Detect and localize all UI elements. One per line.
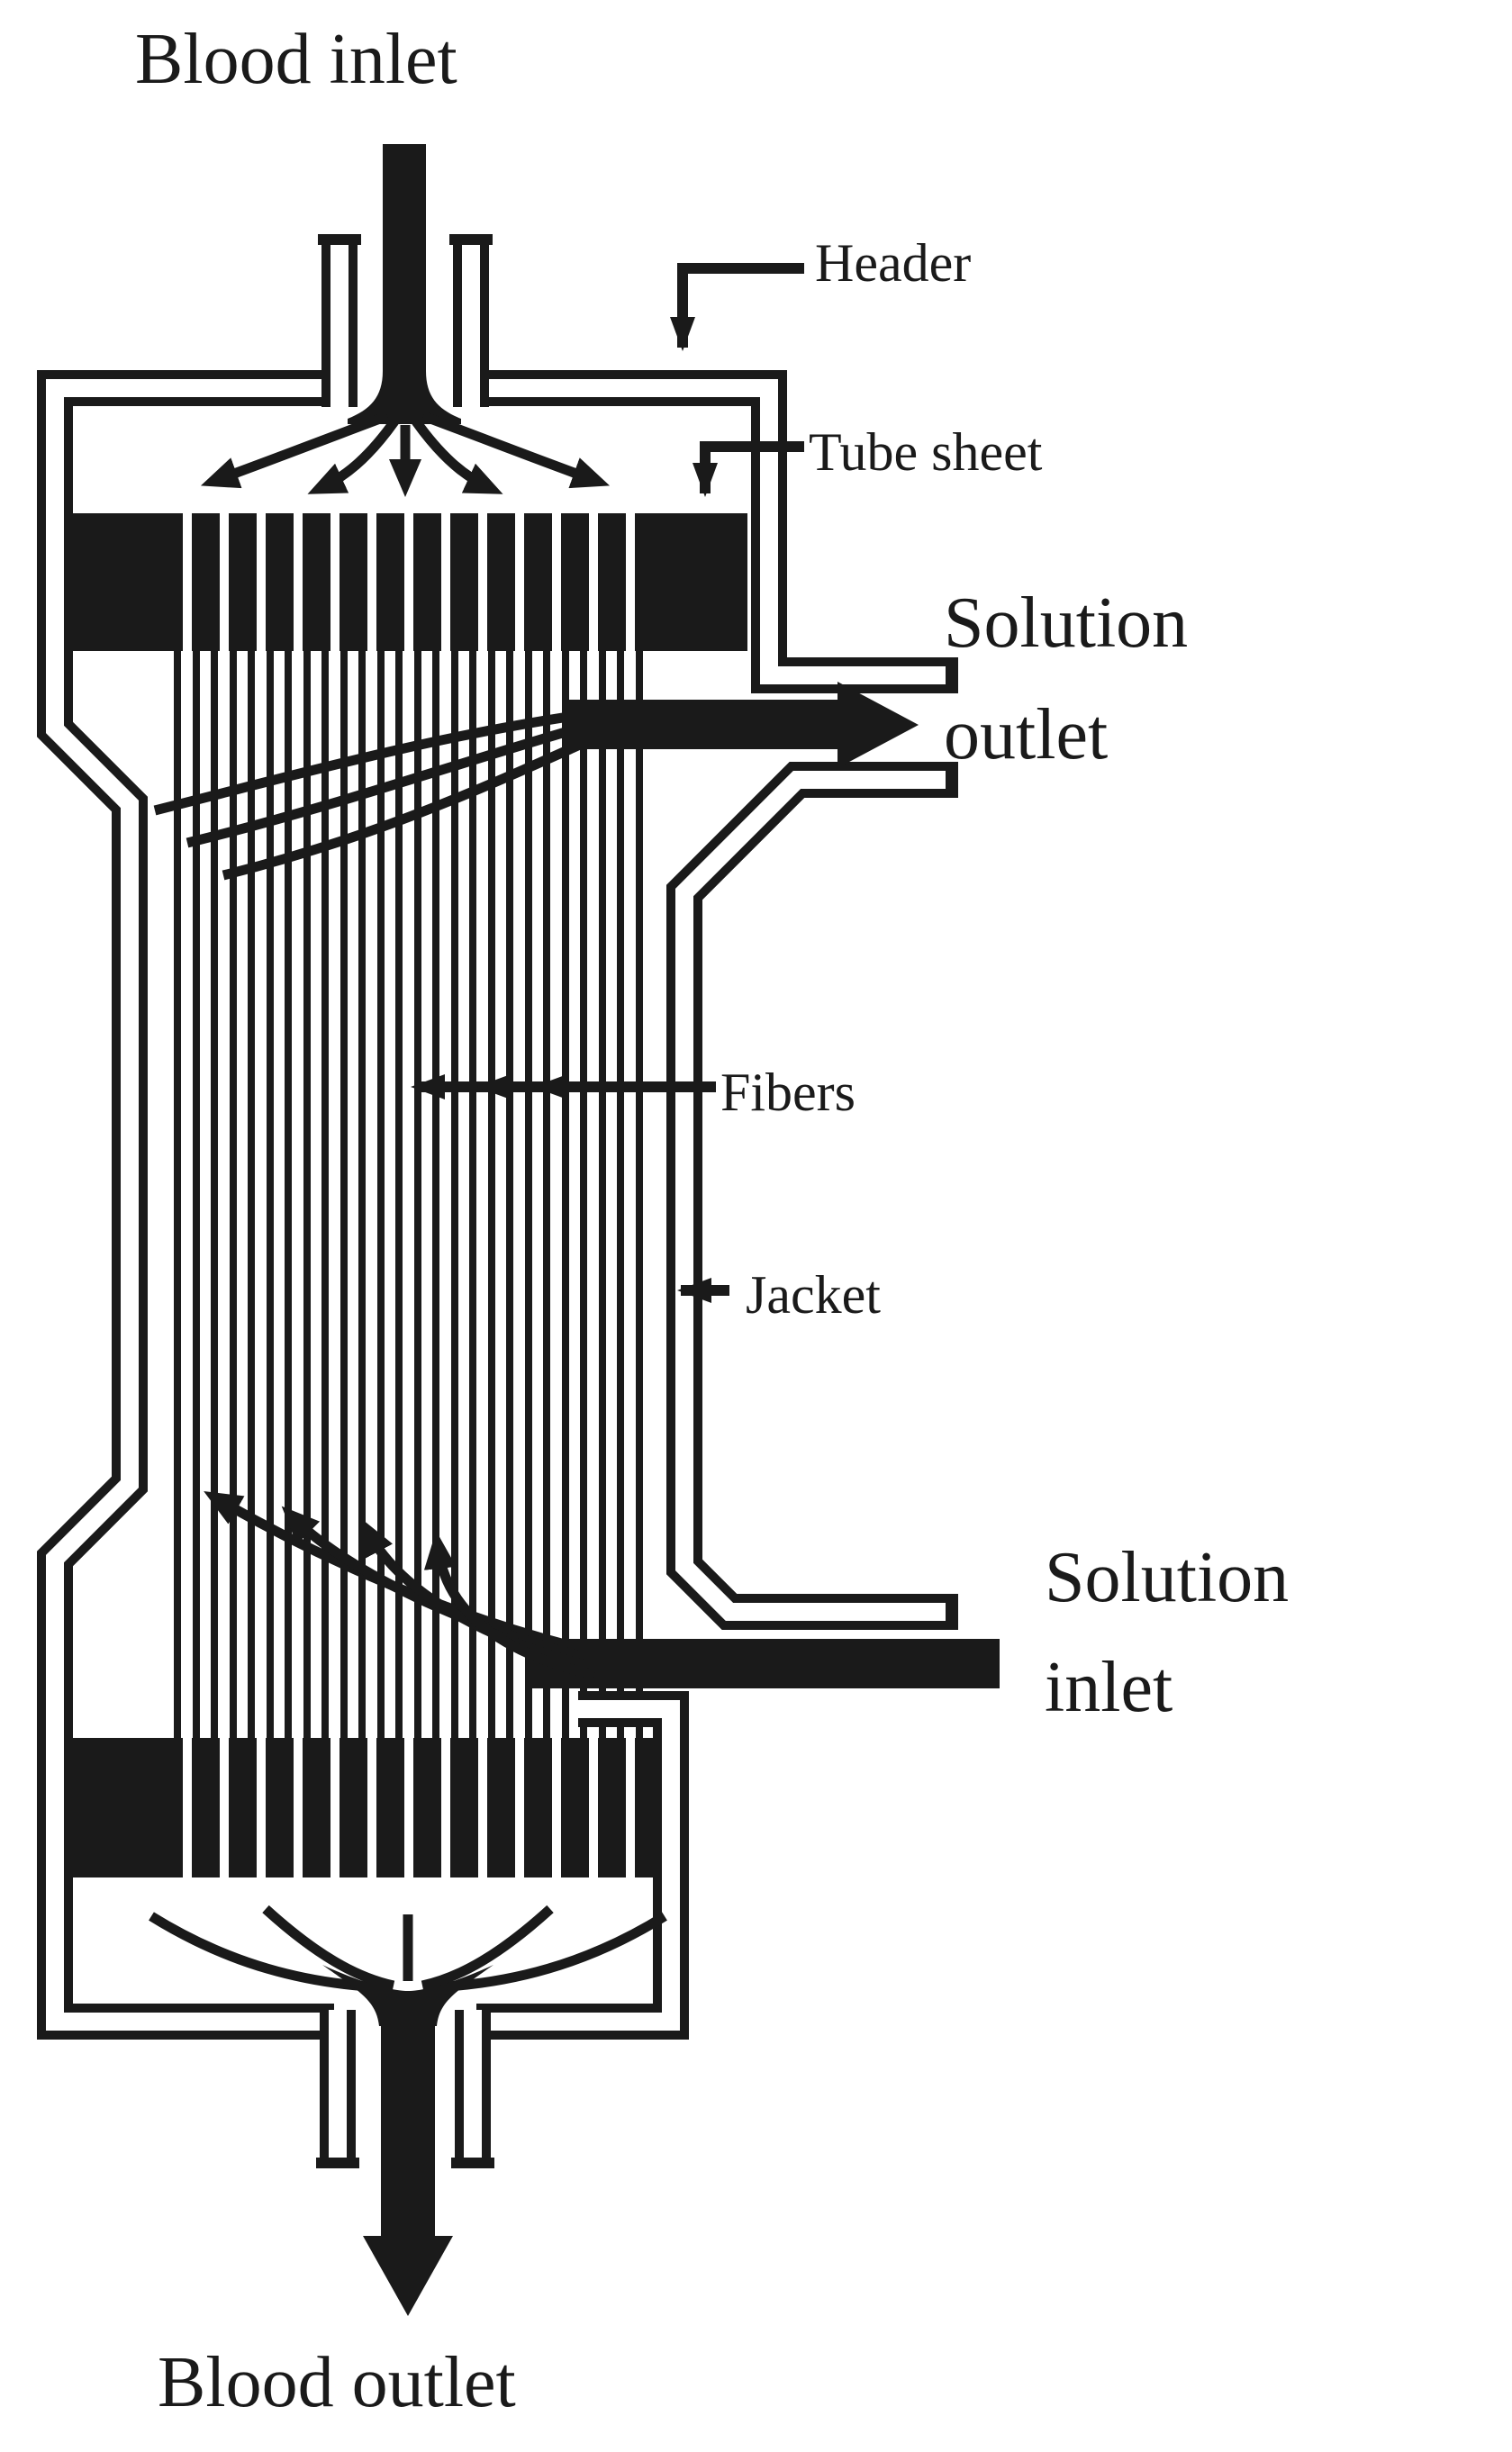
solution-outlet-assembly xyxy=(153,682,919,881)
solution-outlet-arrow-shaft xyxy=(567,700,837,749)
solution-inlet-bar xyxy=(531,1639,1000,1688)
casing-walls xyxy=(37,370,958,2040)
solution-outlet-arrow-head xyxy=(837,682,919,768)
solution-inlet-label-line1: Solution xyxy=(1045,1538,1289,1617)
solution-inlet-assembly xyxy=(204,1490,1000,1688)
label-pointers xyxy=(411,263,804,1303)
footer-flow-curves xyxy=(149,1905,667,1993)
tube-sheet-top xyxy=(73,513,747,651)
inlet-flange-cap xyxy=(946,1594,958,1630)
port-collars xyxy=(316,234,494,2168)
tube-sheet-label: Tube sheet xyxy=(809,422,1043,482)
outlet-collection-curves xyxy=(153,710,601,881)
blood-outlet-arrow-head xyxy=(363,2236,453,2316)
solution-outlet-label-line1: Solution xyxy=(944,584,1188,663)
blood-outlet-assembly xyxy=(149,1905,667,2316)
blood-inlet-label: Blood inlet xyxy=(135,20,457,99)
outlet-flange-cap-lower xyxy=(946,762,958,798)
header-flow-arrows xyxy=(200,411,611,497)
inlet-distribution-curves xyxy=(204,1490,596,1680)
blood-outlet-funnel xyxy=(322,1965,493,2026)
tube-sheet-bottom xyxy=(73,1738,653,1877)
blood-outlet-label: Blood outlet xyxy=(158,2343,516,2422)
header-label: Header xyxy=(815,233,971,293)
jacket-label: Jacket xyxy=(746,1265,881,1325)
outlet-flange-cap xyxy=(946,657,958,693)
blood-inlet-assembly xyxy=(200,144,611,497)
header-pointer xyxy=(670,263,804,351)
solution-inlet-label-line2: inlet xyxy=(1045,1648,1172,1727)
fibers-label: Fibers xyxy=(720,1063,856,1122)
tube-sheet-pointer xyxy=(693,441,804,497)
blood-inlet-arrow xyxy=(348,144,461,424)
solution-outlet-label-line2: outlet xyxy=(944,695,1108,774)
blood-outlet-pipe xyxy=(381,2017,435,2242)
